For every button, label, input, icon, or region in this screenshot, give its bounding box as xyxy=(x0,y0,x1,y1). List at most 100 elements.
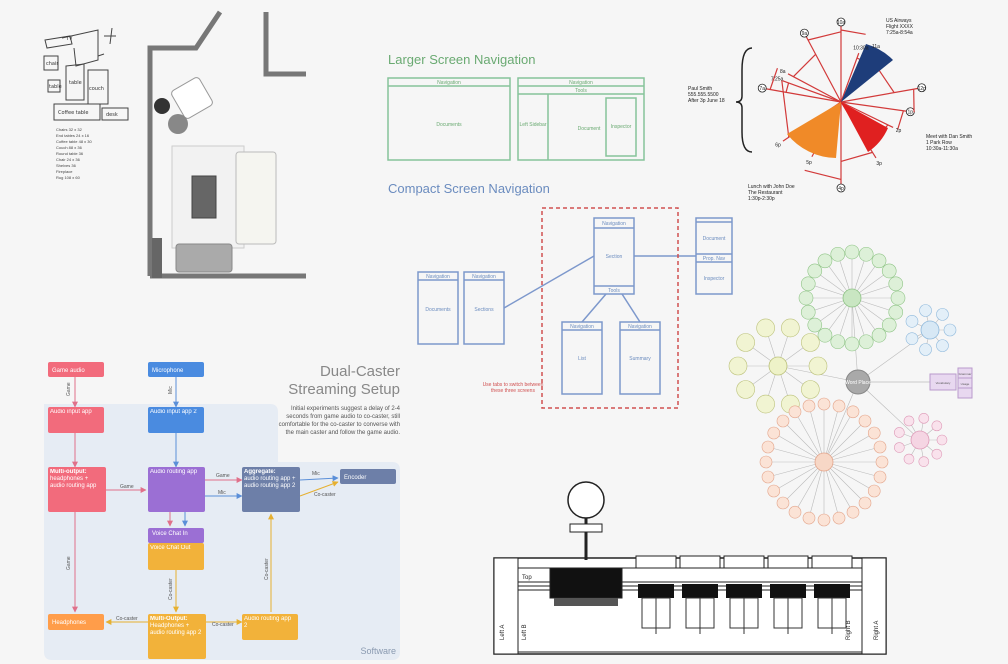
edge-label: Mic xyxy=(168,386,174,394)
edge-label: Game xyxy=(120,484,134,490)
node-text: Headphones xyxy=(52,620,86,626)
clock-arc xyxy=(781,80,790,138)
streaming-desc: Initial experiments suggest a delay of 2… xyxy=(291,406,401,412)
node-game-audio xyxy=(48,362,104,377)
node-text: Audio input app 2 xyxy=(150,409,197,415)
mm-node xyxy=(894,442,905,453)
mm-node xyxy=(919,343,932,356)
compact-nav-title: Compact Screen Navigation xyxy=(388,181,550,196)
clock-arc xyxy=(897,110,904,130)
clock-hour-label: 10a xyxy=(837,20,846,26)
nav-header: Navigation xyxy=(569,80,593,86)
mm-node xyxy=(788,505,802,519)
mm-node xyxy=(903,453,915,465)
mm-edge xyxy=(782,461,825,504)
mm-node xyxy=(767,426,781,440)
flight-wedge xyxy=(841,44,893,102)
mm-hub xyxy=(814,452,834,472)
clock-hour-label: 7:25a xyxy=(771,77,784,83)
node-text: Audio routing app xyxy=(150,469,198,475)
mm-node xyxy=(761,440,775,454)
mm-node xyxy=(776,414,790,428)
mm-node xyxy=(776,496,790,510)
mm-node xyxy=(844,336,860,352)
fp-label-coffee-table: Coffee table xyxy=(58,110,88,116)
node-title: Aggregate: xyxy=(244,469,276,475)
mm-node xyxy=(936,308,949,321)
side-table xyxy=(168,114,188,134)
node-multi-output xyxy=(48,467,106,512)
room-layout xyxy=(147,10,306,279)
node-audio-input-2 xyxy=(148,407,204,433)
mm-node xyxy=(802,399,816,413)
edge-label: Game xyxy=(66,382,72,396)
lunch-note: Lunch with John Doe xyxy=(748,184,795,190)
mm-node xyxy=(888,304,904,320)
nav-header: Navigation xyxy=(426,274,450,280)
floorplan-sketch xyxy=(43,27,129,121)
fp-note: Round table 36 xyxy=(56,151,84,156)
mm-node xyxy=(931,420,943,432)
node-text: Audio input app xyxy=(50,409,92,415)
mm-edge xyxy=(857,381,921,441)
mm-node xyxy=(943,323,957,337)
arcade-button-cap xyxy=(811,555,853,569)
arcade-right-a: Right A xyxy=(874,621,880,640)
node-text: Headphones + audio routing app 2 xyxy=(150,623,202,636)
clock-spoke xyxy=(840,87,922,103)
mm-edge xyxy=(823,461,840,519)
edge-label: Co-caster xyxy=(168,578,174,600)
mm-node xyxy=(756,318,775,338)
mm-edge xyxy=(773,461,825,492)
mm-node xyxy=(800,276,816,292)
node-headphones xyxy=(48,614,104,630)
node-text: Voice Chat Out xyxy=(150,545,191,551)
clock-hour-label: 11a xyxy=(872,44,880,50)
mm-hub xyxy=(768,356,788,376)
fp-note: Shelves 36 xyxy=(56,163,77,168)
nav-document: Document xyxy=(703,236,726,242)
clock-spoke xyxy=(782,80,842,103)
clock-hour-label: 7a xyxy=(759,86,765,92)
clock-hour-label: 10:30a xyxy=(853,45,869,51)
mm-node xyxy=(756,394,775,414)
mm-edge xyxy=(794,411,825,463)
nav-inspector: Inspector xyxy=(611,124,632,130)
fp-label-table: table xyxy=(69,80,82,86)
software-label: Software xyxy=(360,646,396,656)
edge-label: Co-caster xyxy=(212,622,234,628)
arcade-button-cap xyxy=(635,555,677,569)
clock-arc xyxy=(840,29,866,35)
fp-label-table2: table xyxy=(49,84,62,90)
mm-node xyxy=(781,318,800,338)
meeting-note: 10:30a-11:30a xyxy=(926,146,958,152)
flight-note: US Airways xyxy=(886,18,912,24)
mm-edge xyxy=(823,411,854,463)
streaming-title: Streaming Setup xyxy=(288,381,400,398)
streaming-desc: seconds from game audio to co-caster, st… xyxy=(286,414,400,420)
clock-hour-marker xyxy=(836,17,846,27)
mm-node xyxy=(736,333,755,352)
mm-hub xyxy=(842,288,862,308)
mm-node xyxy=(918,456,930,467)
clock-arc xyxy=(769,68,778,90)
clock-note: Paul Smith xyxy=(688,86,712,92)
edge-label: Co-caster xyxy=(314,492,336,498)
nav-summary: Summary xyxy=(629,356,651,362)
mm-side-label: Usage xyxy=(961,382,970,386)
mm-node xyxy=(844,244,860,260)
arcade-drawing: Top Left A Left B Right B Right A xyxy=(493,481,887,655)
clock-arc xyxy=(792,53,817,78)
mm-node xyxy=(871,327,887,343)
mm-node xyxy=(931,448,943,460)
mm-node xyxy=(832,511,846,525)
node-text: Encoder xyxy=(344,475,366,481)
mm-node xyxy=(798,290,814,306)
streaming-title: Dual-Caster xyxy=(320,363,400,380)
lunch-note: The Restaurant xyxy=(748,190,783,196)
edge-label: Mic xyxy=(312,471,320,477)
mm-node xyxy=(832,399,846,413)
node-audio-routing-2 xyxy=(242,614,298,640)
